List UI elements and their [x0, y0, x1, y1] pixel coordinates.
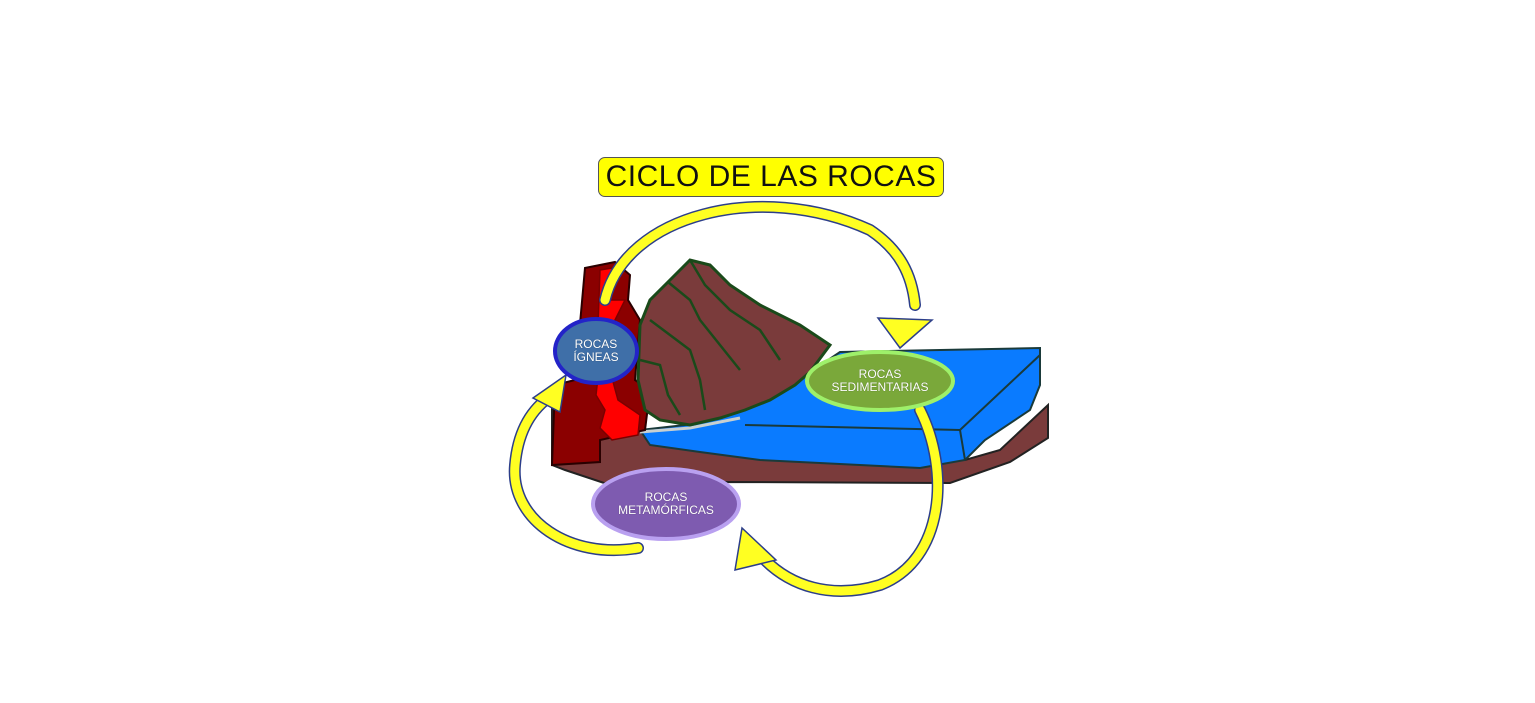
arrowhead-to-igneas: [531, 373, 568, 414]
node-igneas-shape: [553, 317, 639, 385]
arrow-igneas-to-sedimentarias: [599, 200, 921, 311]
mountain-ridge-2: [649, 319, 707, 411]
igneas-line1: ROCAS: [574, 337, 618, 351]
mountain-ridge-4: [639, 358, 682, 416]
igneas-line2: ÍGNEAS: [573, 350, 619, 364]
sedimentarias-line2: SEDIMENTARIAS: [831, 380, 929, 394]
node-sedimentarias-shape: [805, 350, 955, 412]
arrowhead-to-sedimentarias: [876, 317, 934, 350]
mountain-ridge-3: [688, 259, 782, 361]
metamorficas-line1: ROCAS: [644, 490, 688, 504]
metamorficas-line2: METAMÓRFICAS: [618, 503, 714, 517]
diagram-title: CICLO DE LAS ROCAS: [598, 157, 944, 197]
sedimentarias-line1: ROCAS: [858, 367, 902, 381]
arrowhead-to-metamorficas: [734, 526, 778, 571]
mountain-ridge-1: [667, 281, 741, 371]
node-metamorficas-shape: [591, 467, 741, 541]
sea-front-edge: [959, 429, 966, 461]
shoreline: [639, 416, 741, 434]
